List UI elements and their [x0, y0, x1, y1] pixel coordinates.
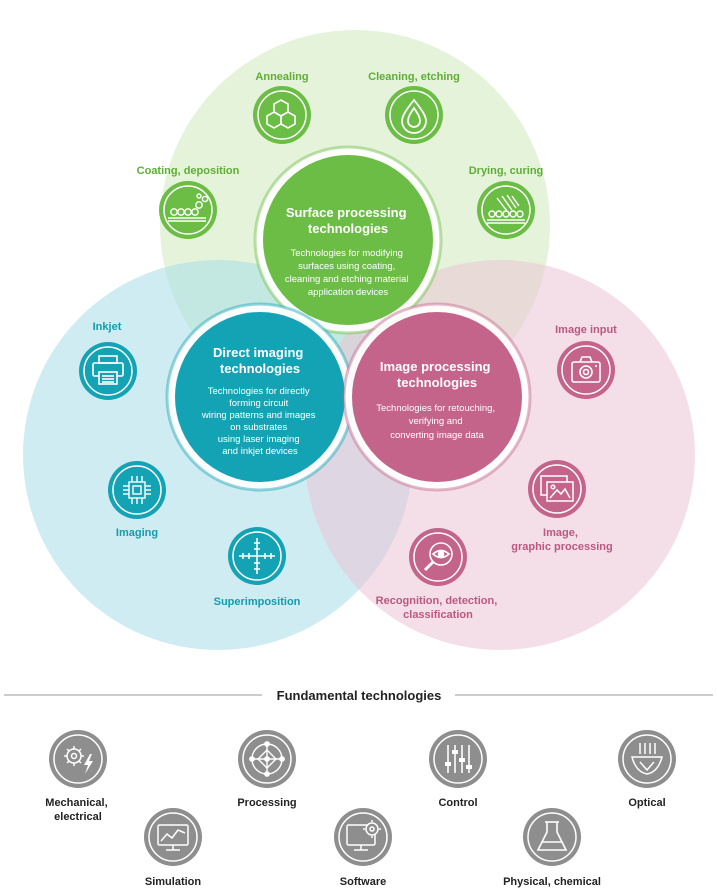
surface-desc-line-1: Technologies for modifying [290, 248, 402, 259]
fundamental-control: Control [429, 730, 487, 809]
satellite-annealing: Annealing [253, 71, 311, 144]
satellite-superimposition: Superimposition [214, 527, 301, 608]
drying-label: Drying, curing [469, 165, 544, 177]
superimposition-label: Superimposition [214, 596, 301, 608]
monitor-chart-icon [157, 824, 189, 851]
crosshair-icon [239, 538, 275, 574]
imaging-label: Imaging [116, 527, 158, 539]
network-circle-icon [249, 741, 285, 777]
annealing-label: Annealing [255, 71, 308, 83]
image-title-line-2: technologies [397, 375, 477, 390]
fundamental-simulation: Simulation [144, 808, 202, 888]
direct-title-line-2: technologies [220, 361, 300, 376]
recognition-label: Recognition, detection, classification [376, 595, 501, 621]
venn-background [23, 30, 695, 650]
inkjet-label: Inkjet [93, 321, 122, 333]
software-label: Software [340, 876, 386, 888]
direct-desc-line-4: on substrates [230, 422, 287, 433]
droplet-icon [401, 98, 427, 134]
graphic-processing-label: Image, graphic processing [511, 527, 612, 553]
image-desc-line-3: converting image data [390, 430, 484, 441]
image-desc-line-1: Technologies for retouching, [376, 403, 495, 414]
drying-lines-icon [487, 194, 525, 224]
direct-desc-line-1: Technologies for directly [208, 386, 310, 397]
sliders-icon [445, 745, 472, 773]
lens-icon [631, 743, 663, 775]
satellite-drying-curing: Drying, curing [469, 165, 544, 239]
eye-magnifier-icon [423, 542, 453, 572]
image-processing-node: Image processing technologies Technologi… [342, 302, 532, 492]
satellite-coating-deposition: Coating, deposition [137, 165, 240, 239]
surface-desc-line-2: surfaces using coating, [298, 261, 395, 272]
picture-frames-icon [540, 475, 574, 502]
satellite-image-input: Image input [555, 324, 617, 399]
coating-bubbles-icon [168, 193, 209, 222]
camera-icon [571, 356, 601, 383]
surface-processing-node: Surface processing technologies Technolo… [253, 145, 443, 335]
gear-bolt-icon [64, 746, 93, 774]
svg-text:Technologies for directly: Technologies for directly forming circui… [201, 386, 318, 457]
svg-text:Direct imaging technolog: Direct imaging technologies [213, 345, 307, 376]
svg-text:Technologies for modifying: Technologies for modifying surfaces usin… [285, 248, 411, 298]
simulation-label: Simulation [145, 876, 202, 888]
fundamental-optical: Optical [618, 730, 676, 809]
surface-desc-line-3: cleaning and etching material [285, 274, 409, 285]
optical-label: Optical [628, 797, 665, 809]
fundamental-processing: Processing [237, 730, 297, 809]
direct-desc-line-6: and inkjet devices [222, 446, 298, 457]
satellite-inkjet: Inkjet [79, 321, 137, 400]
printer-icon [92, 355, 124, 385]
satellite-recognition: Recognition, detection, classification [376, 528, 501, 621]
svg-text:Image processing technol: Image processing technologies [380, 359, 494, 390]
fundamental-software: Software [334, 808, 392, 888]
satellite-cleaning-etching: Cleaning, etching [368, 71, 460, 144]
direct-desc-line-2: forming circuit [229, 398, 288, 409]
image-input-label: Image input [555, 324, 617, 336]
coating-label: Coating, deposition [137, 165, 240, 177]
fundamental-physical-chemical: Physical, chemical [503, 808, 601, 888]
flask-icon [536, 821, 568, 851]
chip-icon [123, 476, 151, 504]
monitor-gear-icon [346, 820, 381, 851]
fundamental-mechanical-electrical: Mechanical, electrical [45, 730, 110, 823]
svg-text:Technologies for retouching,: Technologies for retouching, verifying a… [376, 403, 497, 441]
processing-label: Processing [237, 797, 296, 809]
hexagon-molecule-icon [266, 99, 296, 129]
satellite-imaging: Imaging [108, 461, 166, 539]
surface-title-line-1: Surface processing [286, 205, 407, 220]
fundamental-title: Fundamental technologies [277, 688, 442, 703]
satellite-graphic-processing: Image, graphic processing [511, 460, 613, 553]
image-desc-line-2: verifying and [409, 416, 463, 427]
image-title-line-1: Image processing [380, 359, 491, 374]
direct-desc-line-5: using laser imaging [218, 434, 300, 445]
direct-title-line-1: Direct imaging [213, 345, 303, 360]
cleaning-label: Cleaning, etching [368, 71, 460, 83]
surface-desc-line-4: application devices [308, 287, 389, 298]
surface-title-line-2: technologies [308, 221, 388, 236]
physical-label: Physical, chemical [503, 876, 601, 888]
direct-imaging-node: Direct imaging technologies Technologies… [165, 302, 355, 492]
svg-text:Surface processing techn: Surface processing technologies [286, 205, 410, 236]
fundamental-section: Fundamental technologies Mechanical, ele… [4, 688, 713, 888]
mechanical-label: Mechanical, electrical [45, 797, 110, 823]
direct-desc-line-3: wiring patterns and images [201, 410, 316, 421]
control-label: Control [438, 797, 477, 809]
